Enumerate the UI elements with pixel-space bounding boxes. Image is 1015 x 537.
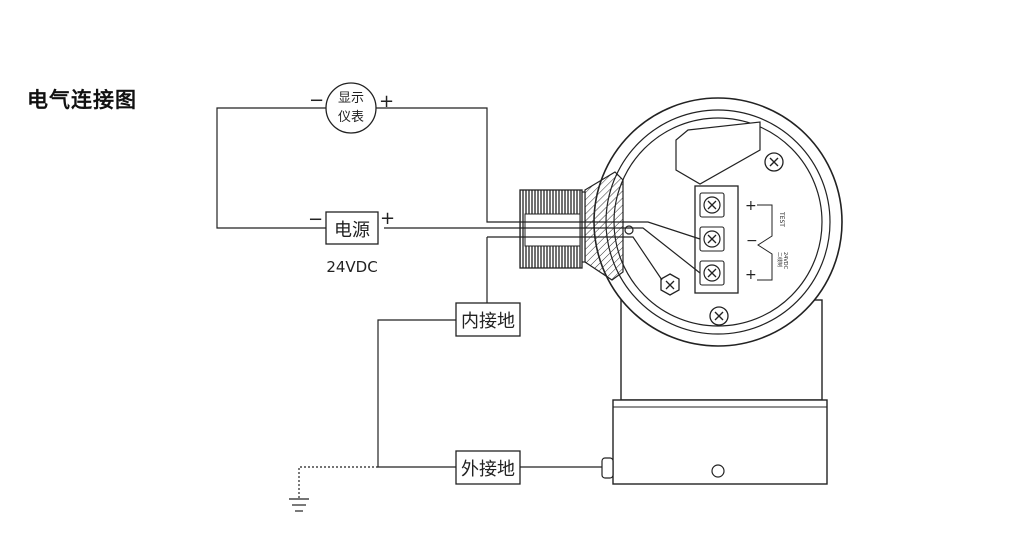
inner-ground-screw [660,273,680,296]
terminal-screw-2 [699,226,725,252]
transmitter-housing: + − + TEST 二线制 24VDC [593,97,843,485]
power-label: 电源 [334,220,370,241]
power-minus-sign: − [308,209,323,230]
outer-ground-screw [601,457,614,479]
outer-ground-box: 外接地 [455,450,521,485]
display-label-line1: 显示 [338,91,364,106]
outer-ground-label: 外接地 [461,459,515,480]
loop-wires [216,107,520,238]
page-title: 电气连接图 [27,88,137,112]
housing-screw-hole [711,464,725,478]
ground-wires [298,237,602,499]
display-meter: 显示 仪表 − + [309,82,394,134]
cover-screw-top [764,152,784,172]
terminal-minus: − [746,233,758,249]
terminal-plus-top: + [745,198,757,214]
terminal-screw-3 [699,260,725,286]
inner-ground-box: 内接地 [455,302,521,337]
terminal-screw-1 [699,192,725,218]
display-minus-sign: − [309,90,324,111]
terminal-plus-bottom: + [745,267,757,283]
cover-screw-bottom [709,306,729,326]
two-wire-voltage-label: 24VDC [782,252,788,270]
power-plus-sign: + [380,208,395,229]
display-plus-sign: + [379,91,394,112]
earth-ground-symbol [289,498,309,512]
two-wire-label: 二线制 [776,252,783,267]
cable-gland [519,171,634,281]
power-supply: 电源 − + 24VDC [308,208,395,276]
power-voltage-label: 24VDC [326,258,377,276]
internal-wires [520,221,701,281]
inner-ground-label: 内接地 [461,311,515,332]
display-label-line2: 仪表 [338,110,364,125]
test-label: TEST [778,211,785,227]
